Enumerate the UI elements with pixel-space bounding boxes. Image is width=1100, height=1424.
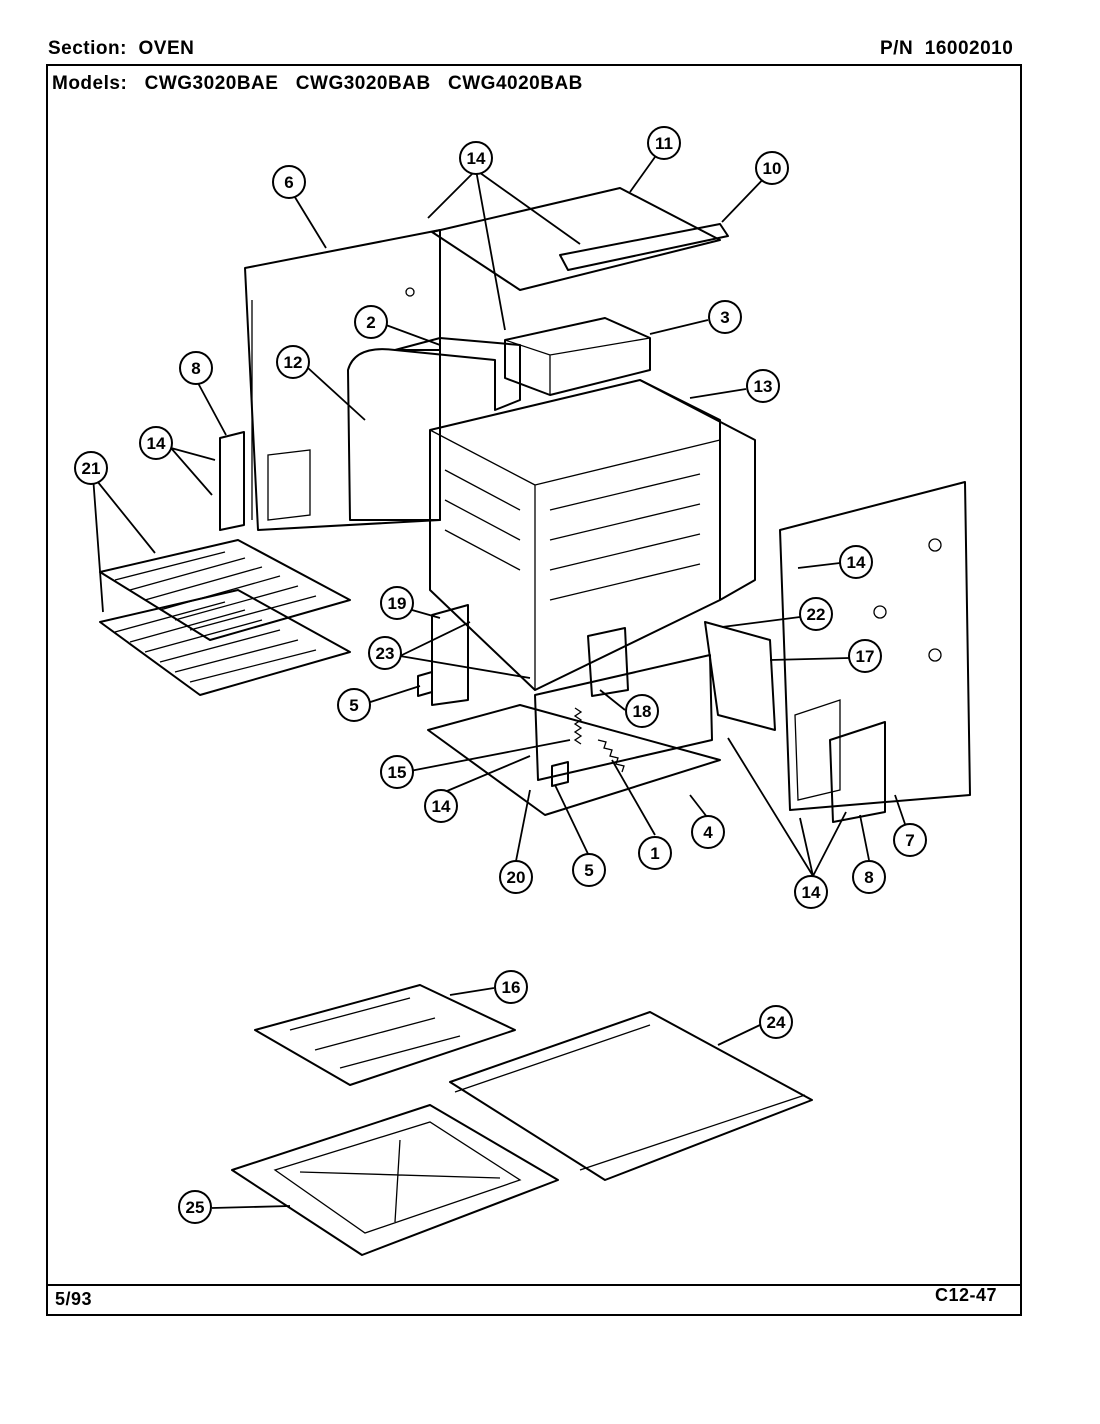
model-3: CWG4020BAB xyxy=(448,73,583,94)
callout-label: 7 xyxy=(905,831,914,850)
callout-13: 13 xyxy=(746,369,780,403)
callout-label: 12 xyxy=(284,353,303,372)
model-1: CWG3020BAE xyxy=(144,73,279,94)
callout-label: 5 xyxy=(584,861,593,880)
callout-label: 16 xyxy=(502,978,521,997)
callout-label: 10 xyxy=(763,159,782,178)
callout-10: 10 xyxy=(755,151,789,185)
callout-label: 24 xyxy=(767,1013,786,1032)
pn-value: 16002010 xyxy=(924,38,1014,59)
section-label: Section: xyxy=(48,38,127,59)
callout-14-top: 14 xyxy=(459,141,493,175)
callout-16: 16 xyxy=(494,970,528,1004)
callout-19: 19 xyxy=(380,586,414,620)
callout-24: 24 xyxy=(759,1005,793,1039)
callout-label: 18 xyxy=(633,702,652,721)
callout-14-bottom: 14 xyxy=(424,789,458,823)
callout-25: 25 xyxy=(178,1190,212,1224)
callout-label: 5 xyxy=(349,696,358,715)
part-8-right-bracket xyxy=(794,699,886,823)
leader-lines xyxy=(92,149,906,1209)
part-10-strip xyxy=(559,223,729,271)
callout-label: 15 xyxy=(388,763,407,782)
callout-label: 4 xyxy=(703,823,713,842)
callout-18: 18 xyxy=(625,694,659,728)
callout-2: 2 xyxy=(354,305,388,339)
part-4-bottom-tray xyxy=(427,704,721,816)
callout-11: 11 xyxy=(647,126,681,160)
callout-label: 22 xyxy=(807,605,826,624)
part-13-oven-cavity xyxy=(429,379,756,691)
callout-label: 13 xyxy=(754,377,773,396)
callout-22: 22 xyxy=(799,597,833,631)
callout-14-right: 14 xyxy=(839,545,873,579)
callout-label: 25 xyxy=(186,1198,205,1217)
callout-label: 21 xyxy=(82,459,101,478)
part-7-side-panel xyxy=(779,481,971,811)
callout-8-left: 8 xyxy=(179,351,213,385)
part-18-plate xyxy=(587,627,629,697)
callout-label: 14 xyxy=(847,553,866,572)
callout-5-left: 5 xyxy=(337,688,371,722)
models-label: Models: xyxy=(52,73,128,94)
part-21-oven-racks xyxy=(99,539,351,696)
diagram-frame xyxy=(46,64,1022,1316)
callout-label: 14 xyxy=(467,149,486,168)
callout-6: 6 xyxy=(272,165,306,199)
part-16-broiler-grid xyxy=(254,984,516,1086)
callout-label: 8 xyxy=(191,359,200,378)
callout-label: 8 xyxy=(864,868,873,887)
part-25-broiler-pan xyxy=(231,1104,559,1256)
callout-15: 15 xyxy=(380,755,414,789)
part-12-duct xyxy=(347,348,441,521)
callout-14-lower-right: 14 xyxy=(794,875,828,909)
part-17-hinge-bracket xyxy=(704,621,776,731)
part-20-frame-panel xyxy=(534,654,713,781)
models-line: Models: CWG3020BAE CWG3020BAB CWG4020BAB xyxy=(52,73,583,95)
callout-label: 14 xyxy=(147,434,166,453)
callout-label: 17 xyxy=(856,647,875,666)
model-2: CWG3020BAB xyxy=(295,73,431,94)
callout-8-right: 8 xyxy=(852,860,886,894)
callout-14-left: 14 xyxy=(139,426,173,460)
callout-label: 11 xyxy=(655,134,673,153)
part-2-bracket xyxy=(394,337,521,411)
callout-20: 20 xyxy=(499,860,533,894)
part-1-spring xyxy=(597,739,625,773)
pn-label: P/N xyxy=(880,38,914,59)
callout-label: 3 xyxy=(720,308,729,327)
callout-label: 23 xyxy=(376,644,395,663)
callout-label: 19 xyxy=(388,594,407,613)
callout-3: 3 xyxy=(708,300,742,334)
callout-label: 14 xyxy=(432,797,451,816)
callout-label: 14 xyxy=(802,883,821,902)
footer-page-code: C12-47 xyxy=(935,1285,998,1305)
callout-7: 7 xyxy=(893,823,927,857)
callout-17: 17 xyxy=(848,639,882,673)
part-number-header: P/N 16002010 xyxy=(880,38,1013,60)
callout-23: 23 xyxy=(368,636,402,670)
footer-date: 5/93 xyxy=(55,1289,93,1309)
part-8-left-bracket xyxy=(219,431,245,531)
callout-21: 21 xyxy=(74,451,108,485)
part-5-bracket xyxy=(417,671,569,787)
section-header: Section: OVEN xyxy=(48,38,194,60)
part-6-rear-panel xyxy=(244,229,441,531)
callout-label: 2 xyxy=(366,313,375,332)
part-24-drawer-frame xyxy=(449,1011,813,1181)
callout-5-bottom: 5 xyxy=(572,853,606,887)
section-value: OVEN xyxy=(138,38,195,59)
callout-label: 20 xyxy=(507,868,526,887)
callout-12: 12 xyxy=(276,345,310,379)
callout-1: 1 xyxy=(638,836,672,870)
callout-label: 1 xyxy=(650,844,659,863)
part-11-top-plate xyxy=(431,187,721,291)
part-3-box xyxy=(504,317,651,396)
callout-label: 6 xyxy=(284,173,293,192)
part-15-spring xyxy=(573,707,583,745)
callout-4: 4 xyxy=(691,815,725,849)
